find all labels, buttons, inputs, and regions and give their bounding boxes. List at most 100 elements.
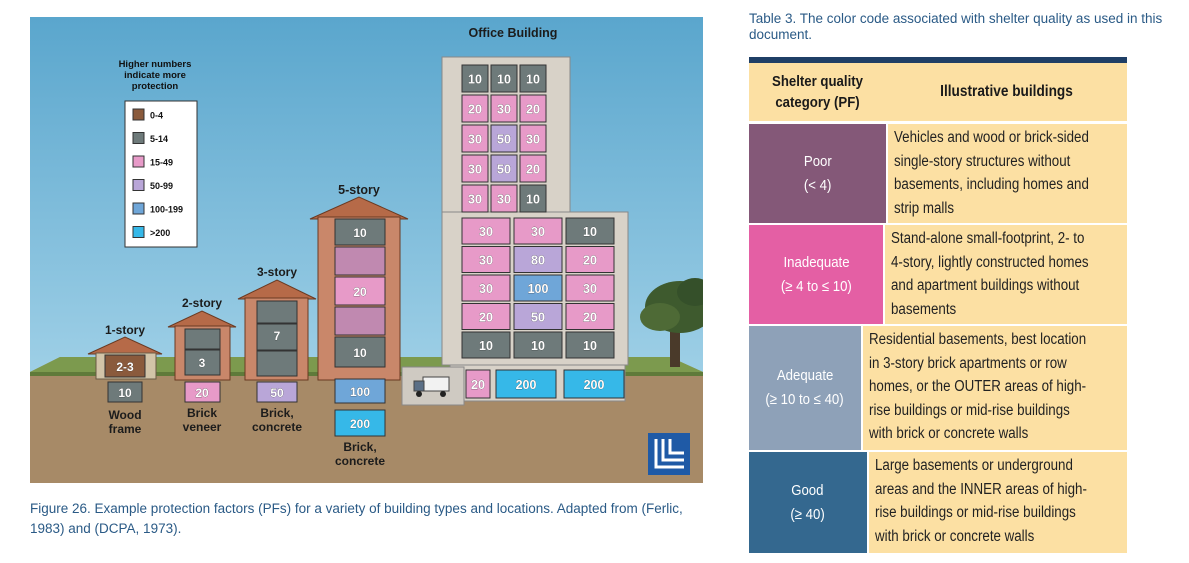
office-room-pf: 10 — [583, 225, 597, 239]
description-line: Large basements or underground — [874, 457, 1073, 474]
office-room — [461, 217, 511, 245]
office-room — [490, 124, 518, 153]
office-room — [461, 246, 511, 273]
legend-swatch — [132, 226, 145, 238]
description-line: single-story structures without — [894, 152, 1071, 170]
office-building: Office Building 10 10 10 20 30 20 30 50 30 30 50 20… — [401, 26, 629, 406]
office-room — [490, 64, 518, 93]
office-room — [461, 184, 489, 213]
description-line: homes, or the OUTER areas of high- — [868, 378, 1086, 395]
three-story-caption-2: concrete — [252, 420, 302, 434]
description-line: rise buildings or mid-rise buildings — [868, 401, 1070, 419]
office-room — [461, 124, 489, 153]
protection-factor-illustration: Higher numbers indicate more protection … — [30, 17, 703, 483]
legend-label: 5-14 — [150, 134, 168, 144]
five-story-basement2-pf: 200 — [350, 417, 370, 431]
office-room — [513, 274, 563, 302]
office-room — [513, 303, 563, 330]
one-story-house: 1-story 2-3 10 Wood frame — [87, 323, 163, 436]
shelter-category-range: (< 4) — [803, 176, 832, 194]
one-story-title: 1-story — [105, 323, 145, 337]
table-row: Inadequate(≥ 4 to ≤ 10)Stand-alone small… — [749, 225, 1127, 326]
office-room — [513, 246, 563, 273]
table-row: Poor(< 4)Vehicles and wood or brick-side… — [749, 124, 1127, 225]
three-story-floor-pf: 7 — [274, 329, 281, 343]
office-room — [461, 331, 511, 359]
office-room-pf: 20 — [471, 378, 485, 392]
office-room-pf: 50 — [531, 311, 545, 325]
office-room — [490, 94, 518, 123]
office-room — [513, 217, 563, 245]
description-line: and apartment buildings without — [891, 277, 1080, 294]
office-room-pf: 30 — [531, 225, 545, 239]
office-room-pf: 20 — [583, 311, 597, 325]
office-room — [461, 64, 489, 93]
office-room-pf: 30 — [468, 193, 482, 207]
office-room — [565, 246, 615, 273]
description-line: basements — [891, 300, 957, 318]
office-room-pf: 10 — [497, 73, 511, 87]
office-room — [519, 124, 547, 153]
description-line: Residential basements, best location — [868, 331, 1086, 348]
office-room — [565, 274, 615, 302]
header-shelter-quality: Shelter quality category (PF) — [757, 63, 878, 121]
office-room — [519, 184, 547, 213]
three-story-basement-pf: 50 — [270, 386, 284, 400]
office-room — [519, 94, 547, 123]
two-story-title: 2-story — [182, 296, 222, 310]
office-room-pf: 30 — [468, 133, 482, 147]
office-room-pf: 20 — [468, 103, 482, 117]
office-room — [461, 274, 511, 302]
five-story-floor5-pf: 10 — [353, 226, 367, 240]
three-story-caption-1: Brick, — [260, 406, 293, 420]
office-room-pf: 10 — [526, 193, 540, 207]
office-room — [461, 303, 511, 330]
table-caption: Table 3. The color code associated with … — [749, 11, 1163, 42]
description-line: strip malls — [894, 199, 954, 217]
office-room-pf: 10 — [468, 73, 482, 87]
five-story-caption-1: Brick, — [343, 440, 376, 454]
shelter-category-name: Adequate — [776, 367, 834, 384]
office-room-pf: 200 — [584, 378, 605, 392]
description-line: basements, including homes and — [894, 176, 1089, 193]
table-header-row: Shelter quality category (PF) Illustrati… — [749, 63, 1127, 121]
five-story-building: 5-story 10 20 10 100 200 Brick, concrete — [309, 183, 409, 468]
description-line: with brick or concrete walls — [868, 425, 1028, 442]
header-col1-line2: category (PF) — [775, 94, 860, 111]
legend-heading-1: Higher numbers — [119, 59, 192, 70]
office-room-pf: 30 — [479, 282, 493, 296]
office-room-pf: 20 — [583, 254, 597, 268]
two-story-caption-1: Brick — [187, 406, 217, 420]
office-room-pf: 20 — [526, 163, 540, 177]
office-room-pf: 30 — [468, 163, 482, 177]
office-room-pf: 10 — [479, 339, 493, 353]
legend-heading-2: indicate more — [124, 70, 186, 81]
three-story-house: 3-story 7 50 Brick, concrete — [237, 265, 317, 434]
office-room — [465, 369, 491, 399]
legend-swatch — [132, 179, 145, 191]
office-room — [565, 217, 615, 245]
legend: Higher numbers indicate more protection … — [119, 59, 198, 248]
two-story-caption-2: veneer — [183, 420, 222, 434]
description-line: in 3-story brick apartments or row — [868, 354, 1067, 372]
office-room-pf: 100 — [528, 282, 549, 296]
office-room-pf: 200 — [516, 378, 537, 392]
office-room-pf: 20 — [479, 311, 493, 325]
shelter-category-range: (≥ 4 to ≤ 10) — [780, 277, 852, 295]
shelter-category-name: Good — [791, 481, 824, 499]
office-room — [513, 331, 563, 359]
description-line: rise buildings or mid-rise buildings — [874, 504, 1076, 521]
office-title: Office Building — [469, 26, 558, 40]
office-room — [461, 154, 489, 183]
legend-label: 50-99 — [150, 181, 173, 191]
header-illustrative-buildings: Illustrative buildings — [940, 83, 1073, 100]
office-room — [461, 94, 489, 123]
five-story-basement1-pf: 100 — [350, 385, 370, 399]
office-room-pf: 30 — [526, 133, 540, 147]
legend-swatch — [132, 132, 145, 144]
one-story-floor-pf: 2-3 — [116, 360, 134, 374]
office-room-pf: 50 — [497, 133, 511, 147]
legend-label: 0-4 — [150, 111, 163, 121]
